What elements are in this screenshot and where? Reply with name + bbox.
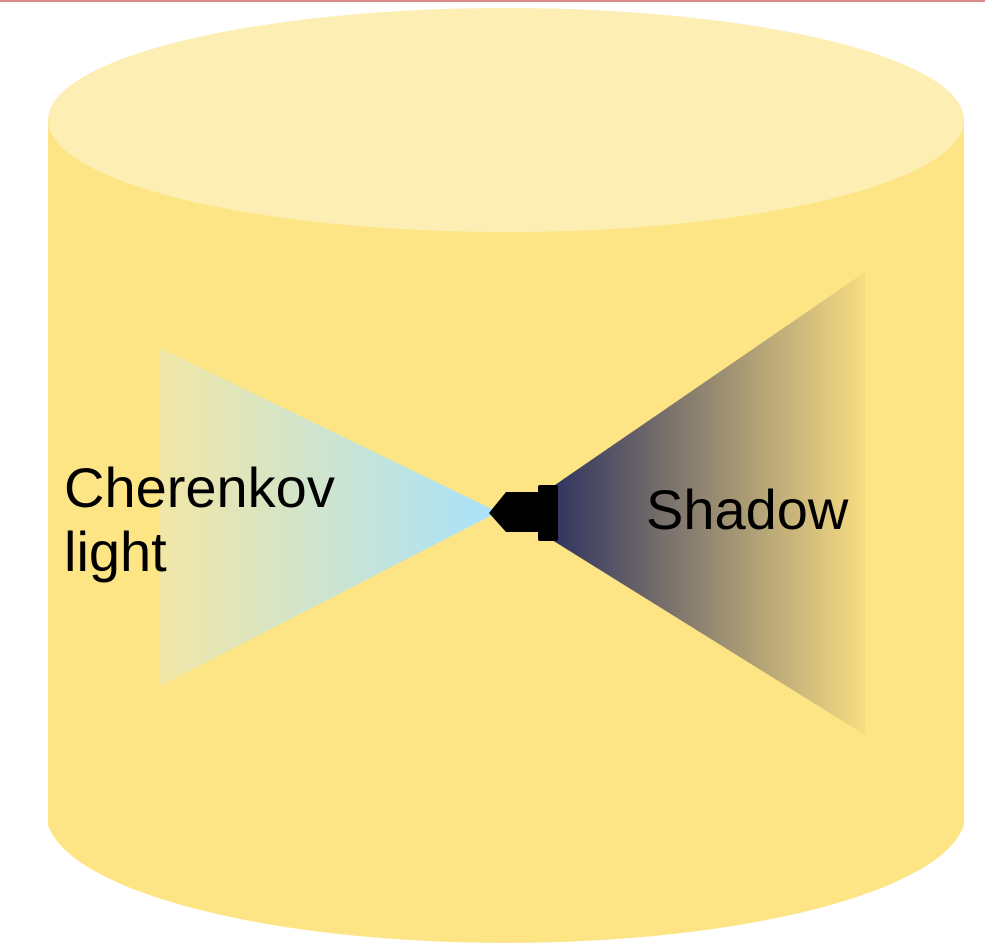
cherenkov-light-label: Cherenkov light — [64, 456, 335, 584]
shadow-label: Shadow — [646, 478, 849, 541]
cherenkov-light-cone — [160, 348, 498, 686]
tank-top — [48, 8, 964, 232]
cherenkov-label-line-1: Cherenkov — [64, 456, 335, 519]
shadow-cone — [552, 272, 865, 735]
photomultiplier-detector — [489, 485, 558, 541]
top-border-line — [0, 0, 985, 2]
cherenkov-label-line-2: light — [64, 520, 167, 583]
